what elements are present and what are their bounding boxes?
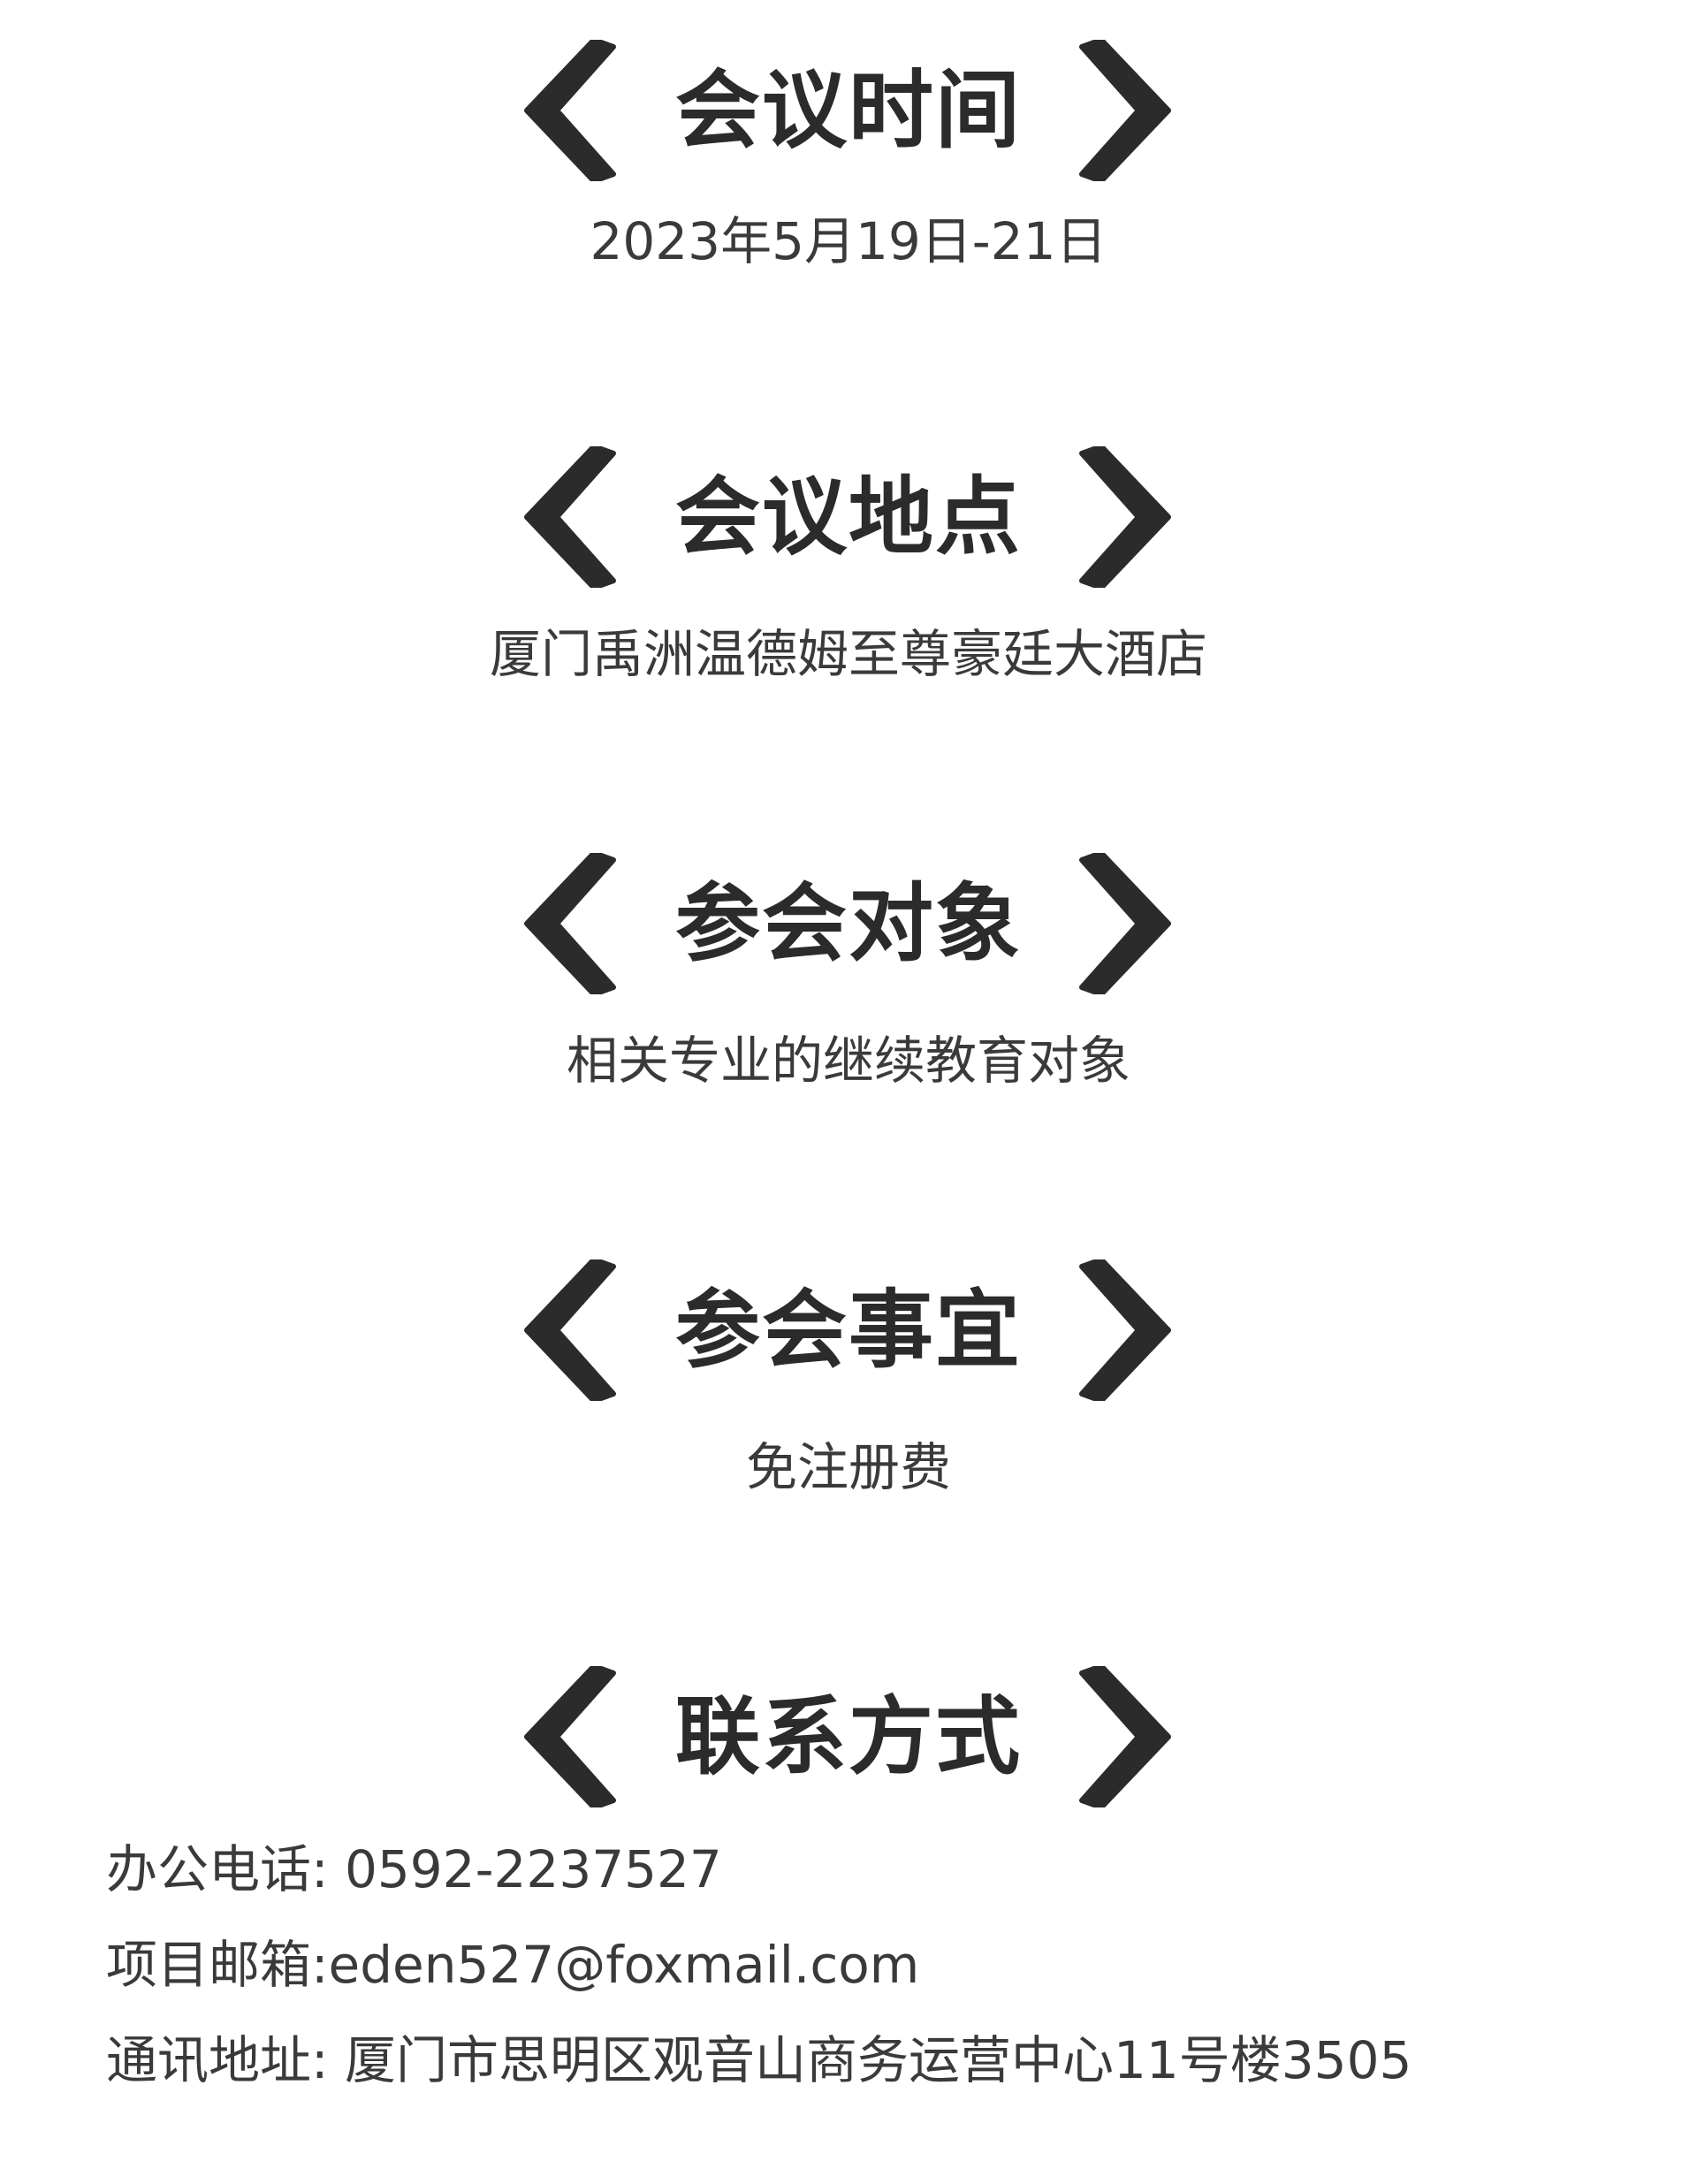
section-heading-row: 参会对象: [0, 853, 1697, 994]
chevron-right-icon: [1075, 1666, 1172, 1807]
contact-details: 办公电话: 0592-2237527 项目邮箱:eden527@foxmail.…: [106, 1834, 1609, 2120]
section-title-meeting-location: 会议地点: [675, 468, 1022, 567]
attendees-value: 相关专业的继续教育对象: [566, 1031, 1130, 1091]
contact-address: 通讯地址: 厦门市思明区观音山商务运营中心11号楼3505: [106, 2030, 1412, 2090]
section-title-attendance-matters: 参会事宜: [675, 1281, 1022, 1380]
contact-email: 项目邮箱:eden527@foxmail.com: [106, 1935, 920, 1995]
chevron-right-icon: [1075, 853, 1172, 994]
meeting-time-value: 2023年5月19日-21日: [590, 211, 1107, 271]
meeting-location-value: 厦门禹洲温德姆至尊豪廷大酒店: [489, 624, 1207, 684]
section-heading-row: 会议时间: [0, 40, 1697, 181]
chevron-right-icon: [1075, 1259, 1172, 1401]
section-title-contact: 联系方式: [675, 1687, 1022, 1786]
chevron-left-icon: [523, 1666, 620, 1807]
chevron-right-icon: [1075, 446, 1172, 588]
attendance-matters-value: 免注册费: [745, 1437, 951, 1497]
chevron-right-icon: [1075, 40, 1172, 181]
chevron-left-icon: [523, 40, 620, 181]
section-title-meeting-time: 会议时间: [675, 61, 1022, 160]
contact-phone: 办公电话: 0592-2237527: [106, 1839, 722, 1899]
section-heading-row: 会议地点: [0, 446, 1697, 588]
chevron-left-icon: [523, 1259, 620, 1401]
section-heading-row: 联系方式: [0, 1666, 1697, 1807]
section-heading-row: 参会事宜: [0, 1259, 1697, 1401]
chevron-left-icon: [523, 446, 620, 588]
chevron-left-icon: [523, 853, 620, 994]
section-title-attendees: 参会对象: [675, 874, 1022, 973]
